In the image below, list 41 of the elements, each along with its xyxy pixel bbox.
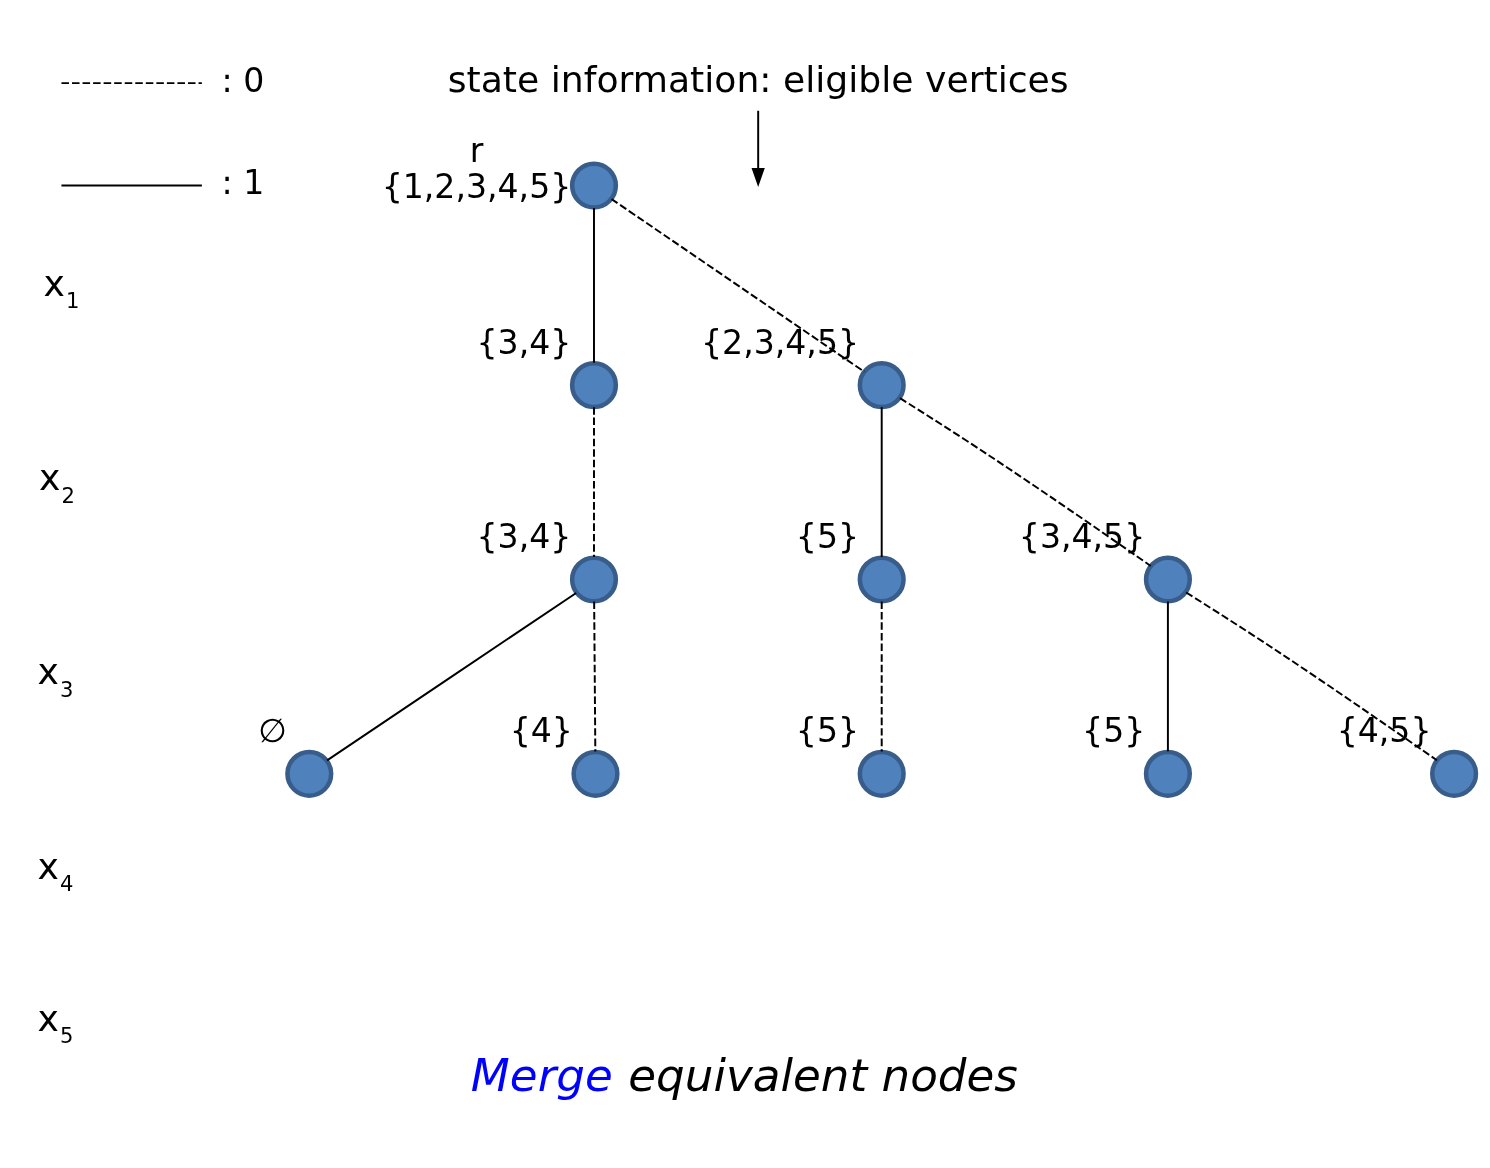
node-circle: [1143, 555, 1192, 604]
node-label: {3,4}: [476, 517, 572, 556]
node-label: {2,3,4,5}: [701, 322, 860, 362]
label: x$_{1}$: [43, 261, 80, 314]
connector: [593, 600, 597, 753]
label: x$_{2}$: [38, 456, 75, 508]
node-circle: [857, 555, 906, 604]
node-circle: [1430, 749, 1479, 798]
node-text: state information: eligible vertices: [447, 58, 1069, 102]
connector: [593, 207, 595, 364]
label: x$_{3}$: [37, 650, 74, 702]
arrow: [751, 109, 765, 187]
connector: [1166, 600, 1169, 753]
node-circle: [571, 749, 620, 798]
connector: [326, 591, 578, 762]
node-circle: [569, 555, 619, 604]
node-label: {4}: [509, 711, 573, 751]
label: x$_{4}$: [37, 844, 74, 897]
node-circle: [569, 161, 619, 210]
connector: [593, 406, 595, 559]
node-label: {5}: [1082, 711, 1146, 751]
node-circle: [857, 749, 906, 798]
caption: Merge equivalent nodes: [470, 1048, 1018, 1102]
node-label: {3,4}: [476, 322, 572, 362]
node-label: {4,5}: [1336, 711, 1432, 751]
connector: [880, 600, 883, 753]
node-label: {3,4,5}: [1018, 517, 1146, 556]
node-label: {5}: [795, 711, 860, 751]
node-label: {5}: [795, 517, 860, 556]
legend-label: : 0: [221, 60, 265, 100]
node-circle: [1143, 749, 1192, 798]
node-circle: [569, 361, 619, 410]
node-circle: [857, 361, 906, 410]
connector: [610, 198, 866, 373]
node-circle: [285, 749, 334, 798]
node-label: ∅: [257, 711, 287, 751]
connector: [880, 406, 883, 559]
label: x$_{5}$: [37, 996, 74, 1049]
connector: [899, 397, 1152, 567]
connector: [1185, 591, 1438, 762]
legend-label: : 1: [221, 163, 265, 203]
